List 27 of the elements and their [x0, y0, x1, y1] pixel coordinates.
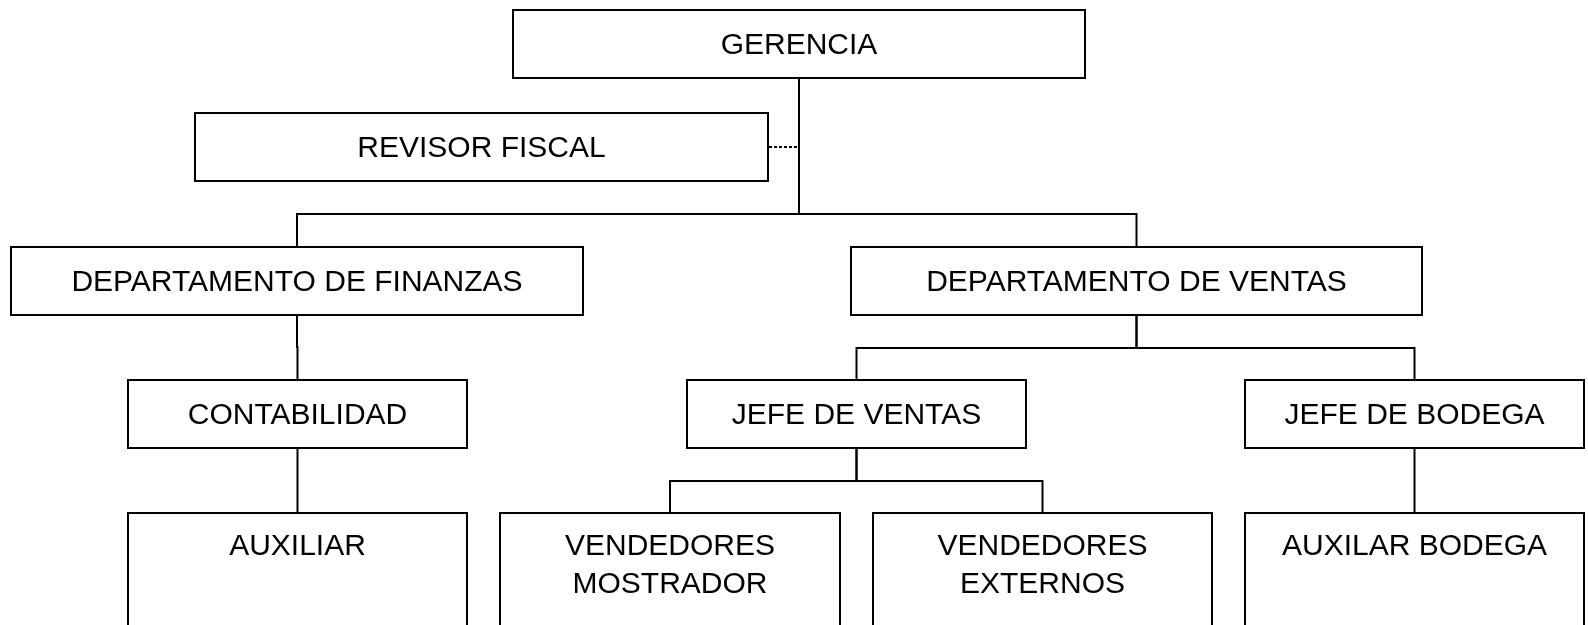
connector-line: [855, 448, 1044, 513]
org-chart-box: [10, 246, 584, 316]
org-chart-box: [686, 379, 1027, 449]
box-label: AUXILAR BODEGA: [1281, 527, 1548, 563]
box-label: JEFE DE BODEGA: [1284, 396, 1545, 433]
org-chart-box: [194, 112, 769, 182]
connector-line: [296, 448, 299, 513]
connector-line: [1413, 448, 1416, 513]
org-chart-box: [872, 512, 1213, 625]
org-chart-box: [1244, 512, 1585, 625]
box-label: VENDEDORES MOSTRADOR: [563, 527, 776, 601]
org-chart-box: [127, 379, 468, 449]
box-label: DEPARTAMENTO DE VENTAS: [926, 263, 1347, 300]
box-label: AUXILIAR: [229, 527, 366, 563]
box-label: DEPARTAMENTO DE FINANZAS: [71, 263, 523, 300]
connector-line: [1135, 315, 1416, 380]
org-chart-box: [499, 512, 841, 625]
box-label: CONTABILIDAD: [187, 396, 408, 433]
org-chart-box: [127, 512, 468, 625]
box-label: JEFE DE VENTAS: [731, 396, 982, 433]
org-chart-box: [512, 9, 1086, 79]
box-label: REVISOR FISCAL: [357, 129, 606, 166]
org-chart-box: [1244, 379, 1585, 449]
org-chart-box: [850, 246, 1423, 316]
box-label: VENDEDORES EXTERNOS: [936, 527, 1149, 601]
box-label: GERENCIA: [720, 26, 878, 63]
connector-line: [296, 315, 299, 380]
